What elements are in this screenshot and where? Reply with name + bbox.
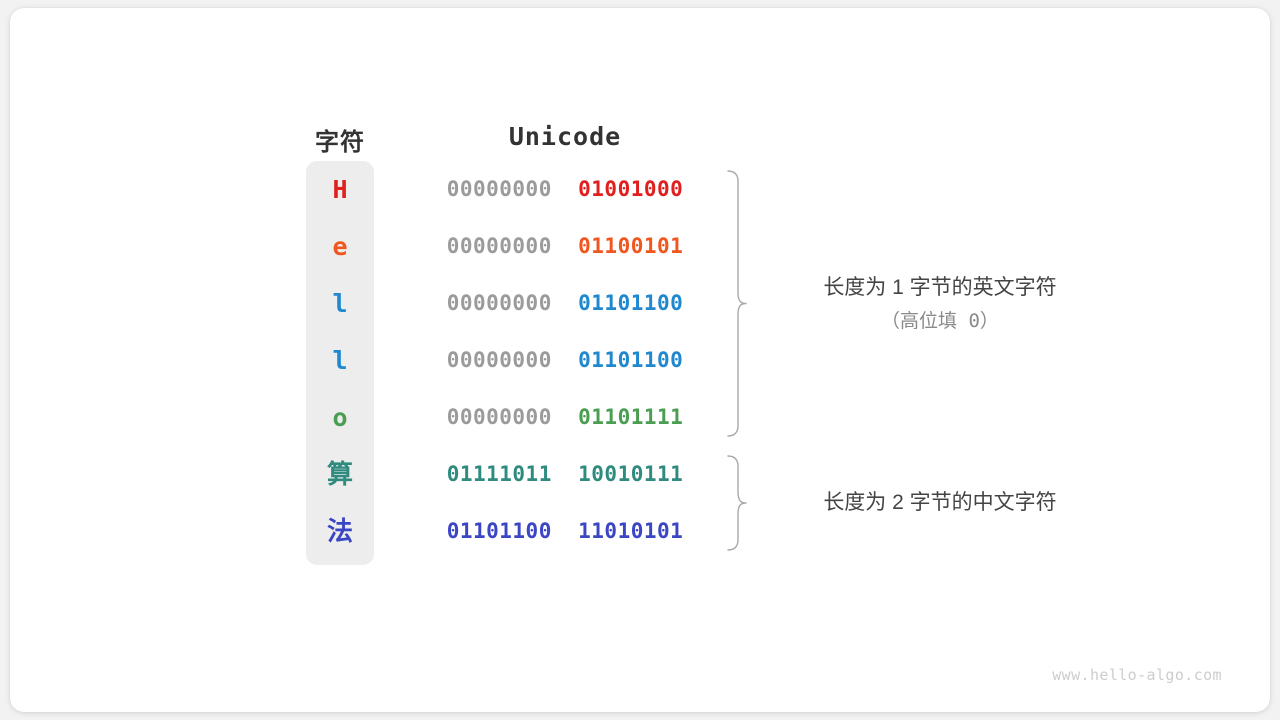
annotation-single-byte-main: 长度为 1 字节的英文字符 [823,275,1057,299]
character-cell: l [332,346,348,375]
unicode-binary-row: 01101100 11010101 [430,503,700,560]
annotation-single-byte: 长度为 1 字节的英文字符 （高位填 0） [775,271,1105,337]
annotation-double-byte-main: 长度为 2 字节的中文字符 [823,491,1057,514]
character-cell: H [332,175,348,204]
unicode-binary-row: 00000000 01101111 [430,389,700,446]
character-cell: o [332,403,348,432]
brace-single-byte-group [726,170,748,437]
character-cell: l [332,289,348,318]
unicode-binary-row: 01111011 10010111 [430,446,700,503]
low-byte: 01101111 [578,405,684,429]
brace-double-byte-group [726,455,748,551]
high-byte: 00000000 [446,234,552,258]
high-byte: 01101100 [446,519,552,543]
low-byte: 01001000 [578,177,684,201]
high-byte: 00000000 [446,405,552,429]
watermark: www.hello-algo.com [1052,666,1222,684]
annotation-double-byte: 长度为 2 字节的中文字符 [775,486,1105,520]
column-header-character: 字符 [315,129,365,156]
brace-path [727,170,747,437]
low-byte: 01100101 [578,234,684,258]
brace-path [727,455,747,551]
high-byte: 00000000 [446,348,552,372]
high-byte: 00000000 [446,177,552,201]
character-cell: e [332,232,348,261]
annotation-single-byte-sub: （高位填 0） [881,309,999,332]
unicode-binary-row: 00000000 01001000 [430,161,700,218]
low-byte: 10010111 [578,462,684,486]
low-byte: 01101100 [578,291,684,315]
unicode-binary-row: 00000000 01101100 [430,275,700,332]
high-byte: 01111011 [446,462,552,486]
low-byte: 01101100 [578,348,684,372]
unicode-binary-row: 00000000 01101100 [430,332,700,389]
high-byte: 00000000 [446,291,552,315]
unicode-binary-row: 00000000 01100101 [430,218,700,275]
low-byte: 11010101 [578,519,684,543]
column-header-unicode: Unicode [508,122,622,151]
character-cell: 算 [326,459,353,489]
character-cell: 法 [326,516,353,546]
